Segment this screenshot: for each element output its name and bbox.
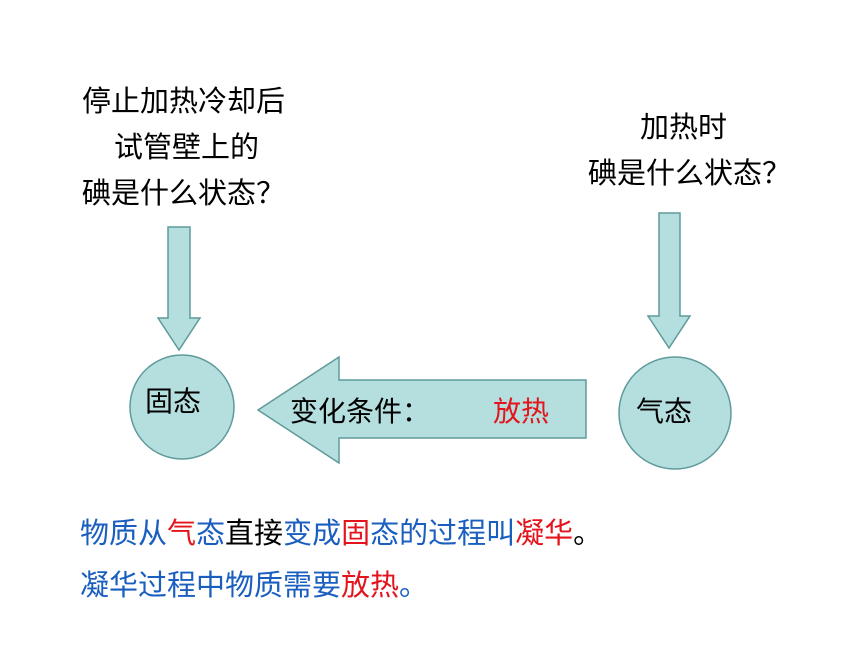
down-arrow-left [156, 226, 202, 352]
question-left-line1: 停止加热冷却后 [82, 84, 286, 118]
summary-line-1-segment: 凝华 [515, 516, 574, 550]
summary-line-1-segment: 态的过程叫 [370, 516, 516, 550]
summary-line-2-segment: 放热 [341, 568, 400, 602]
question-left-line2: 试管壁上的 [114, 130, 260, 164]
summary-line-1-segment: 物质从 [80, 516, 168, 550]
summary-line-1-segment: 直接 [225, 516, 284, 550]
solid-state-label: 固态 [145, 385, 202, 418]
summary-line-2-segment: 。 [399, 568, 429, 602]
down-arrow-right [646, 212, 692, 350]
summary-line-1-segment: 。 [573, 516, 603, 550]
question-right-line2: 碘是什么状态？ [588, 156, 792, 190]
gas-state-label: 气态 [636, 395, 693, 428]
summary-line-1-segment: 态 [196, 516, 226, 550]
solid-state-circle [129, 354, 235, 460]
summary-line-1-segment: 固 [341, 516, 371, 550]
summary-line-1: 物质从气态直接变成固态的过程叫凝华。 [80, 510, 602, 552]
left-arrow [256, 355, 587, 465]
gas-state-circle [618, 356, 732, 470]
summary-line-1-segment: 气 [167, 516, 197, 550]
condition-label: 变化条件： [290, 395, 431, 428]
summary-line-1-segment: 变成 [283, 516, 342, 550]
summary-line-2: 凝华过程中物质需要放热。 [80, 562, 428, 604]
question-left-line3: 碘是什么状态？ [82, 176, 286, 210]
summary-line-2-segment: 凝华过程中物质需要 [80, 568, 342, 602]
condition-value: 放热 [493, 395, 550, 428]
question-left: 停止加热冷却后 试管壁上的 碘是什么状态？ [82, 78, 285, 216]
question-right: 加热时 碘是什么状态？ [588, 104, 791, 196]
question-right-line1: 加热时 [640, 110, 728, 144]
